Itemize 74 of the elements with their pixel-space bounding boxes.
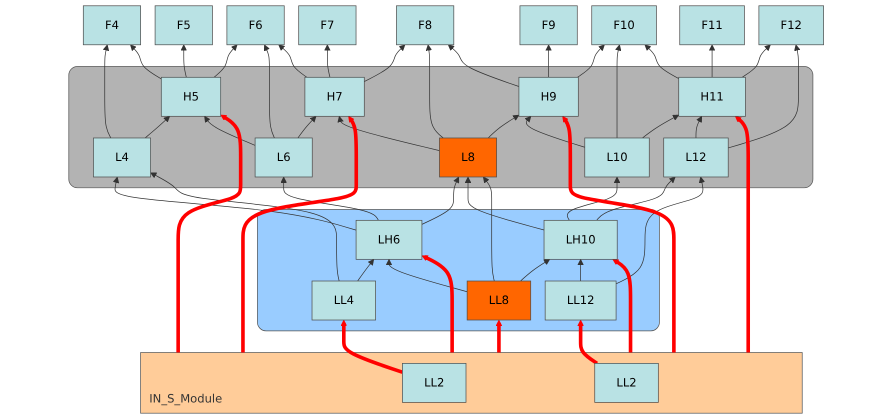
node-box: F10 xyxy=(592,5,658,46)
arrow xyxy=(696,116,702,138)
arrow xyxy=(130,44,162,80)
node-box: H11 xyxy=(678,76,746,117)
arrow xyxy=(616,176,706,284)
arrow xyxy=(340,320,404,374)
node-box: LL4 xyxy=(312,280,376,320)
arrow xyxy=(150,172,340,282)
arrow xyxy=(612,259,633,353)
cluster xyxy=(257,209,660,332)
node-box: L6 xyxy=(255,138,313,178)
arrow xyxy=(524,116,586,148)
arrow xyxy=(264,44,276,138)
node-box: F7 xyxy=(298,5,357,46)
arrow xyxy=(578,320,598,365)
arrow xyxy=(562,116,676,353)
node-box: L10 xyxy=(584,138,650,178)
node-box: F8 xyxy=(396,5,454,46)
arrow xyxy=(615,44,622,138)
node-box: LL8 xyxy=(467,280,532,320)
node-box: H9 xyxy=(518,76,579,117)
arrow xyxy=(113,176,357,230)
arrow xyxy=(496,320,502,353)
arrow xyxy=(578,259,584,282)
node-box: F9 xyxy=(520,5,578,46)
cluster xyxy=(68,66,814,188)
node-box: L4 xyxy=(93,138,152,178)
arrow xyxy=(448,44,520,87)
arrow xyxy=(735,116,750,353)
arrow xyxy=(278,44,308,78)
arrow xyxy=(103,44,112,138)
arrow xyxy=(426,44,444,138)
node-box: L12 xyxy=(664,138,729,178)
arrow xyxy=(386,259,468,292)
node-box: F4 xyxy=(83,5,142,46)
arrow xyxy=(298,116,317,138)
arrow xyxy=(145,116,170,138)
node-box: LH6 xyxy=(356,220,423,260)
node-box: L8 xyxy=(439,138,498,178)
node-box: F12 xyxy=(758,5,824,46)
node-box: H7 xyxy=(304,76,365,117)
arrow xyxy=(577,44,606,78)
arrow xyxy=(214,44,238,78)
arrow xyxy=(358,259,374,282)
arrow xyxy=(176,114,243,353)
node-box: F6 xyxy=(226,5,285,46)
arrow xyxy=(241,116,358,353)
node-box: LH10 xyxy=(544,220,618,260)
arrow xyxy=(422,255,454,353)
arrow xyxy=(364,44,406,82)
node-box: F11 xyxy=(680,5,746,46)
node-box: LL12 xyxy=(545,280,617,320)
arrow xyxy=(520,259,550,282)
arrow xyxy=(180,44,188,78)
arrow xyxy=(465,176,545,230)
arrow xyxy=(546,44,552,78)
arrow xyxy=(709,44,716,78)
arrow xyxy=(338,116,440,151)
arrow xyxy=(644,44,680,79)
node-box: H5 xyxy=(161,76,222,117)
arrow xyxy=(742,44,772,78)
node-box: LL2 xyxy=(594,363,659,403)
node-box: F5 xyxy=(155,5,214,46)
arrow xyxy=(642,114,680,138)
arrow xyxy=(422,176,460,225)
node-box: LL2 xyxy=(402,363,467,403)
arrow xyxy=(280,176,380,221)
arrow xyxy=(596,176,676,221)
arrow xyxy=(483,176,495,282)
arrow xyxy=(567,176,620,221)
arrow xyxy=(728,44,801,148)
arrow xyxy=(204,116,256,146)
arrow xyxy=(324,44,331,78)
arrow xyxy=(488,114,520,138)
